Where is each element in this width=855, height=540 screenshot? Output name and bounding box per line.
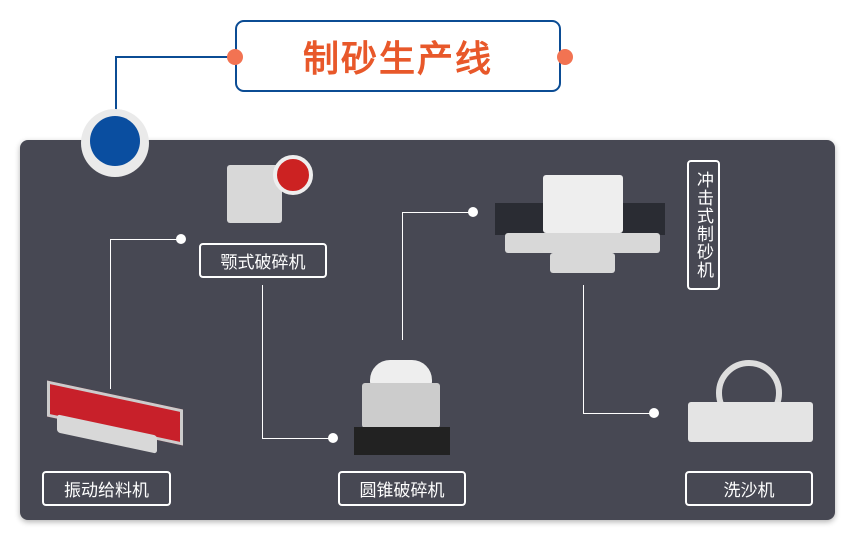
label-sand-washer[interactable]: 洗沙机	[685, 471, 813, 506]
flow-dot	[468, 207, 478, 217]
flow-line	[583, 285, 584, 413]
connector-line	[115, 56, 117, 120]
flow-line	[262, 438, 332, 439]
jaw-crusher-image	[225, 153, 315, 228]
title-box: 制砂生产线	[235, 20, 561, 92]
flow-dot	[176, 234, 186, 244]
label-vibrating-feeder[interactable]: 振动给料机	[42, 471, 171, 506]
feeder-image	[42, 380, 183, 460]
marker-dot	[90, 116, 140, 166]
flow-line	[402, 212, 472, 213]
sand-washer-image	[688, 360, 813, 445]
flow-line	[583, 413, 653, 414]
flow-line	[110, 239, 111, 389]
cone-crusher-image	[352, 355, 452, 460]
label-impact-sand-maker[interactable]: 冲击式制砂机	[687, 160, 720, 290]
label-jaw-crusher[interactable]: 颚式破碎机	[199, 243, 327, 278]
label-cone-crusher[interactable]: 圆锥破碎机	[338, 471, 466, 506]
flow-line	[110, 239, 182, 240]
connector-line	[115, 56, 237, 58]
flow-dot	[649, 408, 659, 418]
impact-sand-maker-image	[495, 175, 665, 275]
process-panel	[20, 140, 835, 520]
accent-dot	[557, 49, 573, 65]
flow-line	[402, 212, 403, 340]
accent-dot	[227, 49, 243, 65]
flow-dot	[328, 433, 338, 443]
flow-line	[262, 285, 263, 438]
page-title: 制砂生产线	[302, 39, 493, 80]
